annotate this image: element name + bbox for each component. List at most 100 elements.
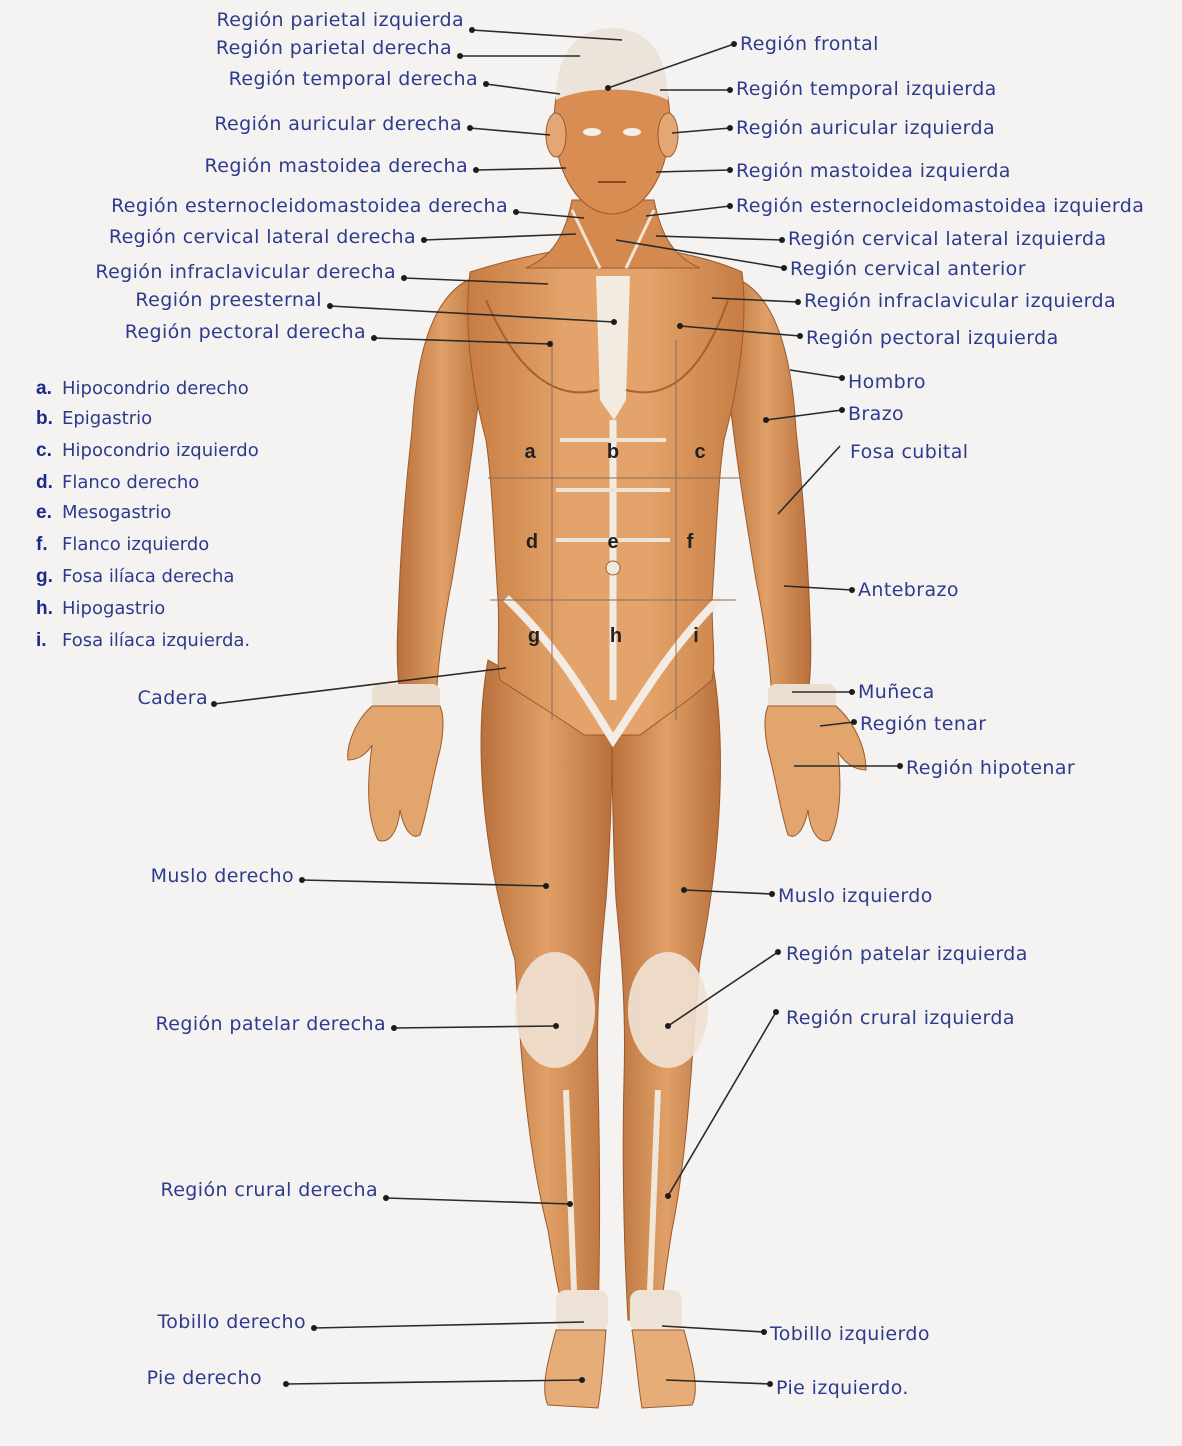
right-eye xyxy=(583,128,601,136)
key-item: d. Flanco derecho xyxy=(36,472,199,493)
dot xyxy=(611,319,617,325)
key-text: Hipocondrio derecho xyxy=(62,378,249,399)
dot xyxy=(797,333,803,339)
key-letter: c. xyxy=(36,440,52,461)
label-tobillo-izq: Tobillo izquierdo xyxy=(769,1323,930,1345)
dot xyxy=(779,237,785,243)
zone-letter-h: h xyxy=(610,625,622,647)
key-item: i. Fosa ilíaca izquierda. xyxy=(36,630,250,651)
dot xyxy=(731,41,737,47)
label-pie-der: Pie derecho xyxy=(147,1367,262,1389)
label-hipotenar: Región hipotenar xyxy=(906,757,1075,779)
zone-letter-f: f xyxy=(687,531,694,553)
left-ear xyxy=(658,113,678,157)
dot xyxy=(767,1381,773,1387)
dot xyxy=(781,265,787,271)
abdominal-key: a. Hipocondrio derecho b. Epigastrio c. … xyxy=(36,378,259,651)
key-letter: i. xyxy=(36,630,47,651)
label-tobillo-der: Tobillo derecho xyxy=(156,1311,306,1333)
key-letter: a. xyxy=(36,378,52,399)
key-text: Flanco derecho xyxy=(62,472,199,493)
leader-hombro xyxy=(790,370,842,378)
zone-letter-i: i xyxy=(693,625,699,647)
key-item: g. Fosa ilíaca derecha xyxy=(36,566,234,587)
key-text: Epigastrio xyxy=(62,408,152,429)
key-item: c. Hipocondrio izquierdo xyxy=(36,440,259,461)
zone-letter-d: d xyxy=(526,531,538,553)
dot xyxy=(761,1329,767,1335)
key-item: h. Hipogastrio xyxy=(36,598,165,619)
sternum xyxy=(596,276,630,420)
leader-cadera xyxy=(214,668,506,704)
label-cervical-lat-izq: Región cervical lateral izquierda xyxy=(788,228,1107,250)
dot xyxy=(839,407,845,413)
label-parietal-izq: Región parietal izquierda xyxy=(217,9,464,31)
dot xyxy=(605,85,611,91)
label-preesternal: Región preesternal xyxy=(135,289,322,311)
key-text: Fosa ilíaca izquierda. xyxy=(62,630,250,651)
label-tenar: Región tenar xyxy=(860,713,987,735)
dot xyxy=(727,125,733,131)
zone-letter-b: b xyxy=(607,441,619,463)
dot xyxy=(849,689,855,695)
label-fosa-cubital: Fosa cubital xyxy=(850,441,968,463)
dot xyxy=(567,1201,573,1207)
dot xyxy=(775,949,781,955)
dot xyxy=(469,27,475,33)
dot xyxy=(299,877,305,883)
label-cadera: Cadera xyxy=(137,687,208,709)
label-pectoral-izq: Región pectoral izquierda xyxy=(806,327,1059,349)
label-muslo-izq: Muslo izquierdo xyxy=(778,885,933,907)
dot xyxy=(839,375,845,381)
dot xyxy=(763,417,769,423)
key-letter: h. xyxy=(36,598,53,619)
dot xyxy=(283,1381,289,1387)
dot xyxy=(727,167,733,173)
leader-pie-der xyxy=(286,1380,582,1384)
zone-letter-e: e xyxy=(607,531,618,553)
label-crural-der: Región crural derecha xyxy=(160,1179,378,1201)
label-infraclav-izq: Región infraclavicular izquierda xyxy=(804,290,1116,312)
label-pie-izq: Pie izquierdo. xyxy=(776,1377,909,1399)
label-crural-izq: Región crural izquierda xyxy=(786,1007,1015,1029)
key-text: Mesogastrio xyxy=(62,502,171,523)
zone-letter-g: g xyxy=(528,625,540,647)
label-muslo-der: Muslo derecho xyxy=(151,865,294,887)
dot xyxy=(795,299,801,305)
leader-temporal-der xyxy=(486,84,560,94)
key-item: b. Epigastrio xyxy=(36,408,152,429)
dot xyxy=(483,81,489,87)
dot xyxy=(579,1377,585,1383)
leader-mastoidea-der xyxy=(476,168,566,170)
leader-auricular-der xyxy=(470,128,550,135)
right-ankle xyxy=(556,1290,608,1332)
leader-cervical-lat-izq xyxy=(656,236,782,240)
zone-letter-a: a xyxy=(524,441,536,463)
dot xyxy=(421,237,427,243)
left-ankle xyxy=(630,1290,682,1332)
label-mastoidea-izq: Región mastoidea izquierda xyxy=(736,160,1011,182)
key-text: Hipocondrio izquierdo xyxy=(62,440,259,461)
key-letter: g. xyxy=(36,566,53,587)
dot xyxy=(327,303,333,309)
label-temporal-izq: Región temporal izquierda xyxy=(736,78,997,100)
dot xyxy=(383,1195,389,1201)
dot xyxy=(851,719,857,725)
dot xyxy=(665,1023,671,1029)
label-muneca: Muñeca xyxy=(858,681,935,703)
key-item: a. Hipocondrio derecho xyxy=(36,378,249,399)
dot xyxy=(401,275,407,281)
key-item: e. Mesogastrio xyxy=(36,502,171,523)
dot xyxy=(473,167,479,173)
leader-esterno-izq xyxy=(646,206,730,216)
label-brazo: Brazo xyxy=(848,403,904,425)
left-hand xyxy=(765,706,866,841)
leader-tobillo-der xyxy=(314,1322,584,1328)
left-knee xyxy=(628,952,708,1068)
label-auricular-izq: Región auricular izquierda xyxy=(736,117,995,139)
label-patelar-der: Región patelar derecha xyxy=(156,1013,386,1035)
dot xyxy=(547,341,553,347)
dot xyxy=(457,53,463,59)
